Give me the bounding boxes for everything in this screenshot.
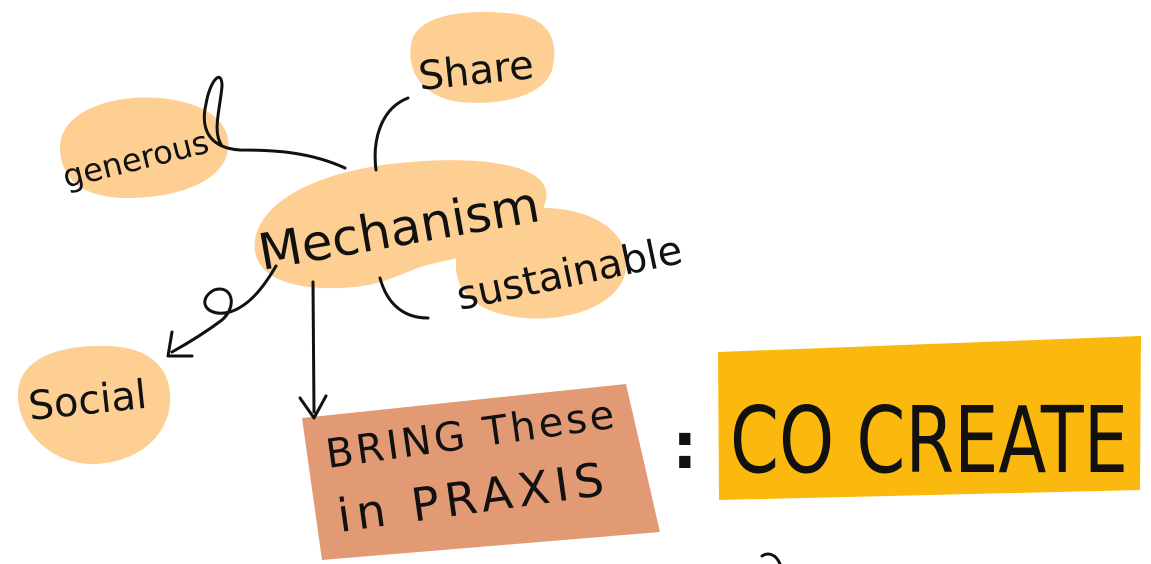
separator-colon: :	[672, 410, 698, 484]
cocreate-box	[718, 336, 1141, 500]
cocreate-label: CO CREATE	[730, 387, 1128, 494]
social-arrowhead	[166, 330, 194, 358]
praxis-connector	[311, 280, 316, 414]
share-blob	[410, 11, 555, 103]
sustainable-connector	[378, 276, 430, 320]
social-blob	[17, 345, 171, 465]
sustainable-blob	[455, 207, 627, 319]
praxis-box	[302, 384, 660, 560]
generous-blob	[59, 97, 229, 198]
share-connector	[373, 96, 410, 172]
generous-connector	[202, 75, 347, 170]
social-connector	[170, 264, 278, 354]
trailing-stroke	[760, 552, 782, 564]
praxis-arrowhead	[298, 394, 328, 420]
mechanism-blob	[254, 160, 547, 289]
